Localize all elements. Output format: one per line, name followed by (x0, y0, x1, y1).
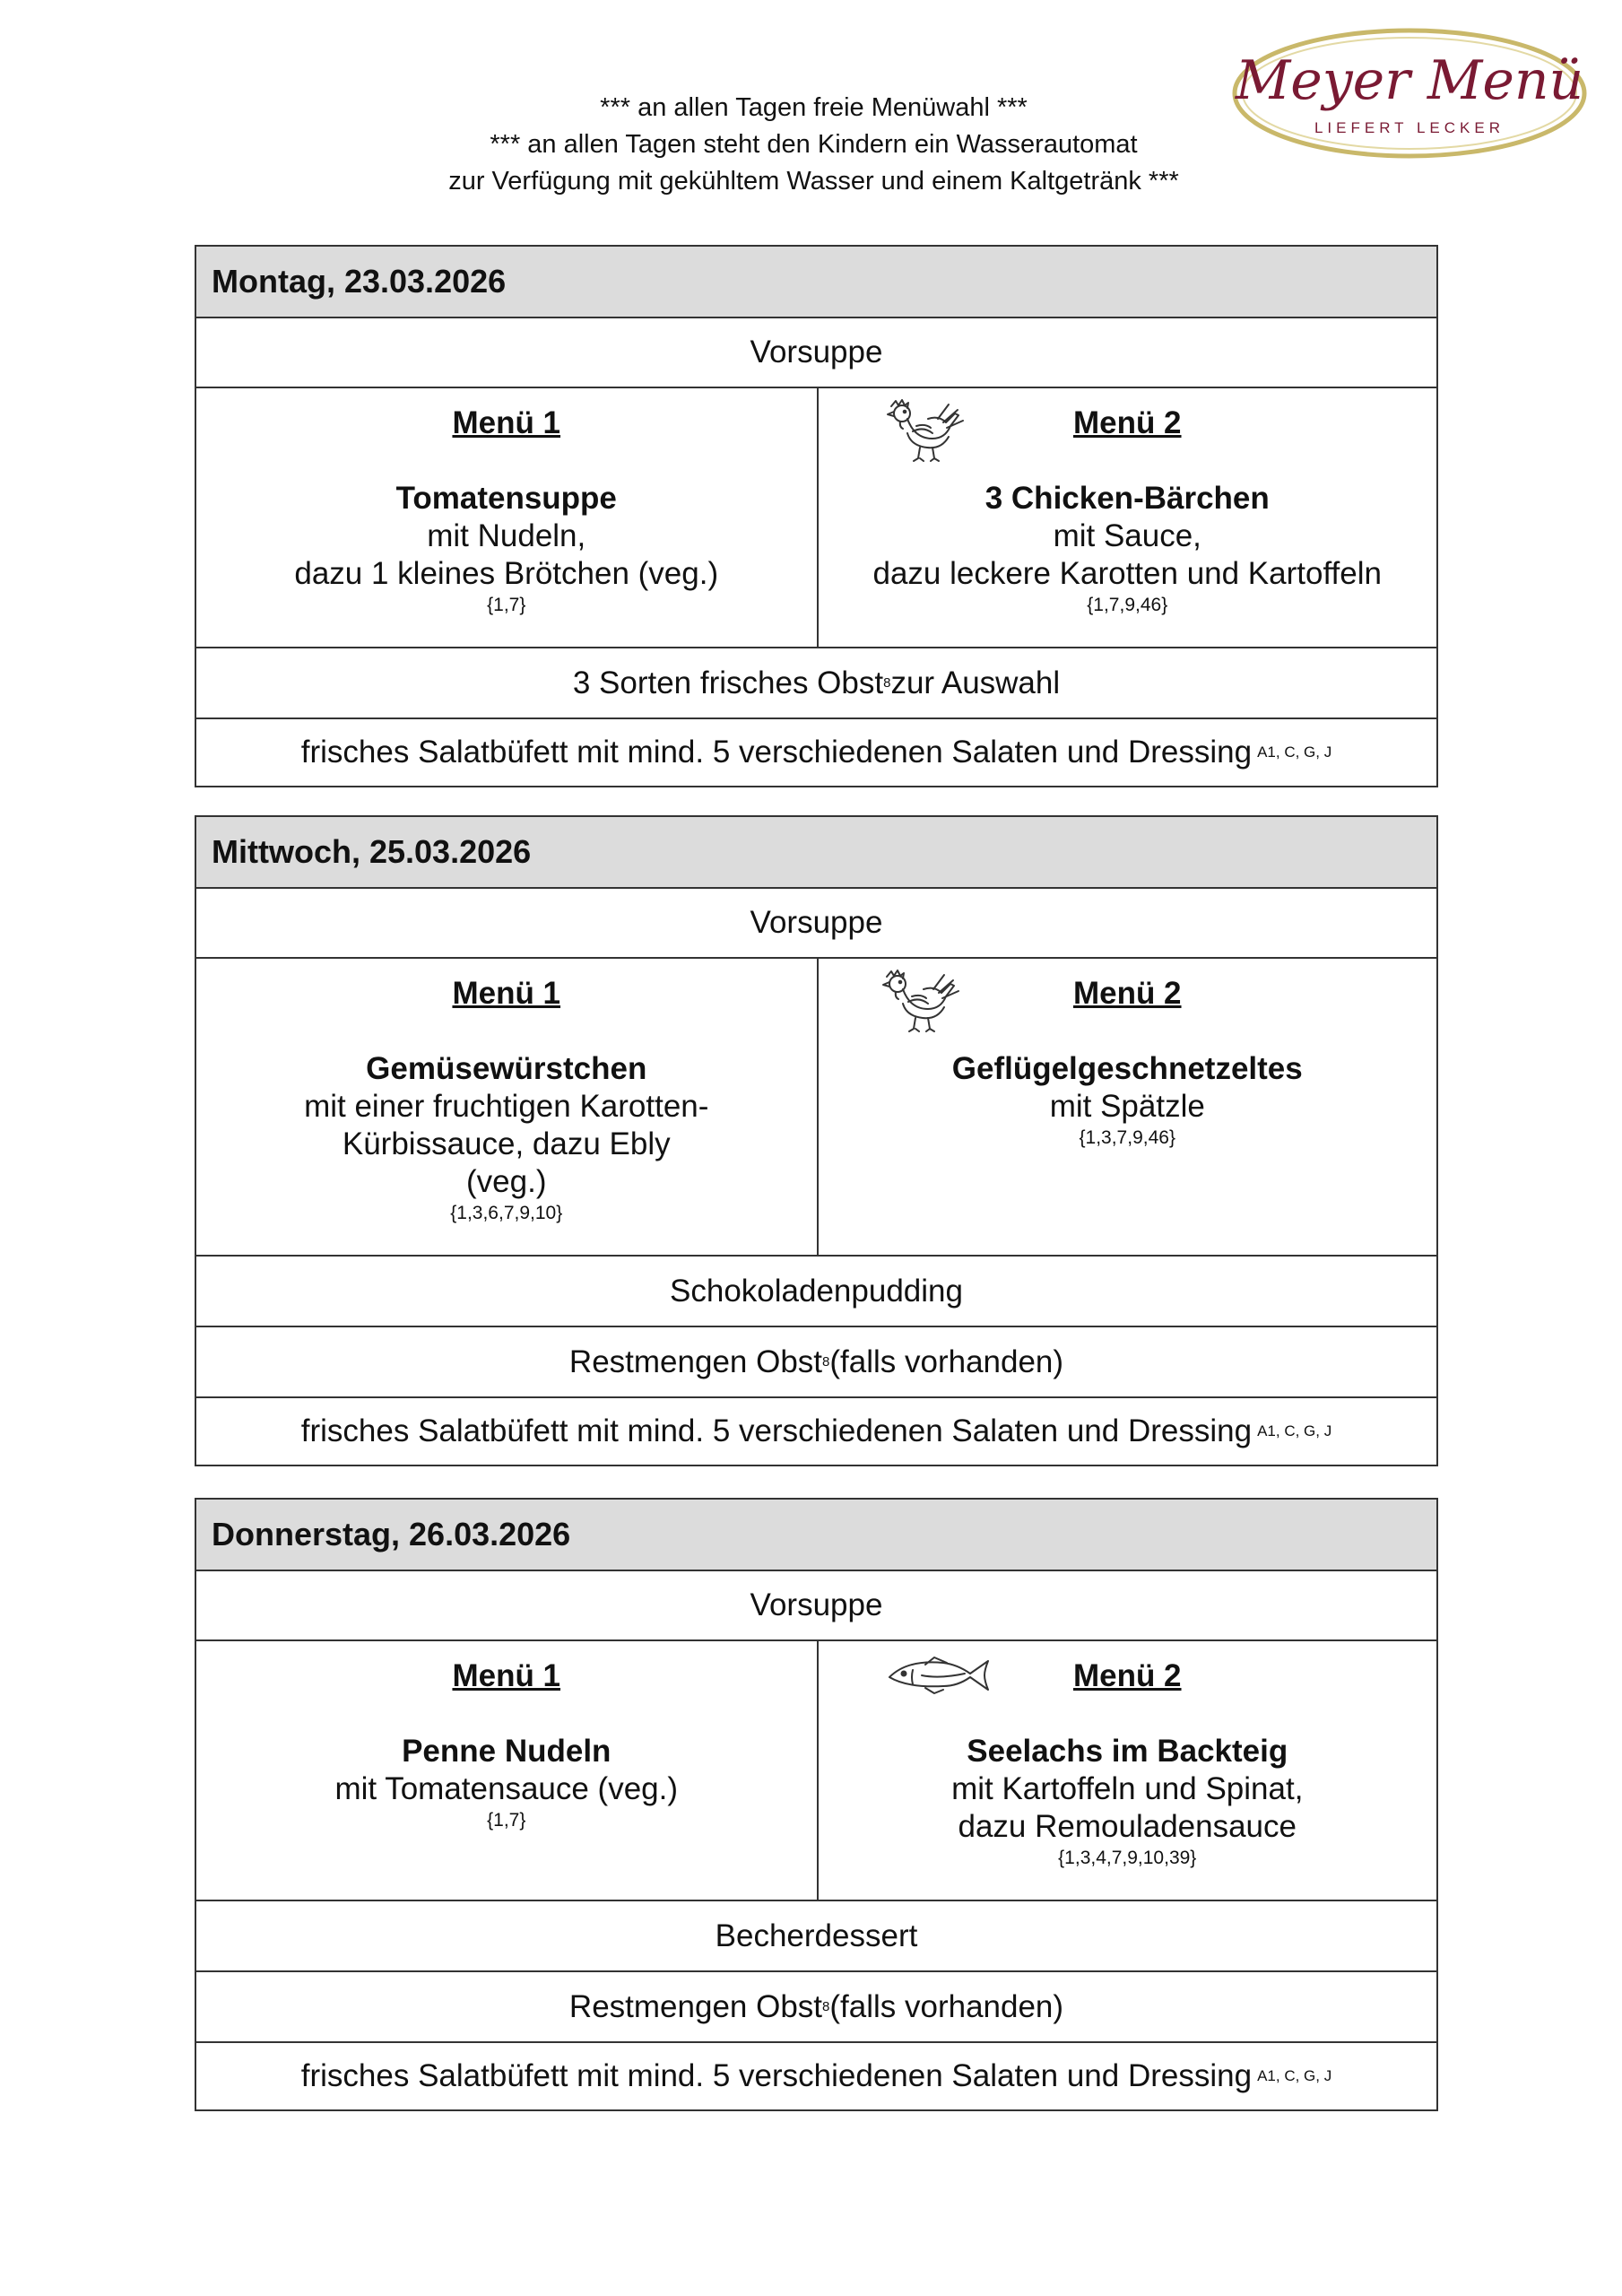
menu-1: Menü 1 Penne Nudeln mit Tomatensauce (ve… (196, 1641, 817, 1900)
svg-text:LIEFERT LECKER: LIEFERT LECKER (1314, 119, 1505, 136)
menu-2: Menü 2 Geflügelgeschnetzeltes mit Spätzl… (816, 959, 1437, 1255)
allergen-superscript: A1, C, G, J (1257, 1422, 1332, 1439)
menu-row: Menü 1 Tomatensuppe mit Nudeln, dazu 1 k… (196, 387, 1436, 647)
meyer-menu-logo: Meyer Menü LIEFERT LECKER (1232, 28, 1587, 159)
salad-row: frisches Salatbüfett mit mind. 5 verschi… (196, 1396, 1436, 1465)
dish-description: Kürbissauce, dazu Ebly (342, 1126, 671, 1161)
menu-2-label: Menü 2 (1072, 405, 1182, 440)
dish-description: mit Sauce, (1053, 518, 1201, 553)
allergen-codes: {1,7} (487, 595, 526, 615)
dessert-row: Becherdessert (196, 1900, 1436, 1970)
allergen-codes: {1,3,6,7,9,10} (450, 1203, 563, 1223)
dish-description: dazu leckere Karotten und Kartoffeln (872, 556, 1382, 591)
menu-row: Menü 1 Penne Nudeln mit Tomatensauce (ve… (196, 1639, 1436, 1900)
dish-name: Penne Nudeln (402, 1734, 612, 1769)
allergen-superscript: A1, C, G, J (1257, 2067, 1332, 2084)
footnote-marker: 8 (883, 675, 891, 691)
allergen-superscript: A1, C, G, J (1257, 744, 1332, 761)
chicken-icon (881, 970, 959, 1032)
day-title: Montag, 23.03.2026 (196, 247, 1436, 317)
svg-text:Meyer Menü: Meyer Menü (1235, 49, 1583, 112)
dish-name: Tomatensuppe (395, 481, 617, 516)
allergen-codes: {1,7} (487, 1810, 526, 1831)
dish-name: 3 Chicken-Bärchen (984, 481, 1270, 516)
menu-2-label: Menü 2 (1072, 976, 1182, 1011)
menu-2: Menü 2 3 Chicken-Bärchen mit Sauce, dazu… (816, 388, 1437, 647)
soup-row: Vorsuppe (196, 317, 1436, 387)
dish-description: mit Tomatensauce (veg.) (334, 1771, 679, 1806)
dish-description: (veg.) (466, 1164, 547, 1199)
dish-name: Geflügelgeschnetzeltes (951, 1051, 1303, 1086)
day-block-mittwoch: Mittwoch, 25.03.2026 Vorsuppe Menü 1 Gem… (195, 815, 1438, 1466)
menu-1: Menü 1 Tomatensuppe mit Nudeln, dazu 1 k… (196, 388, 817, 647)
allergen-codes: {1,3,7,9,46} (1079, 1127, 1175, 1148)
dish-name: Gemüsewürstchen (366, 1051, 647, 1086)
day-title: Mittwoch, 25.03.2026 (196, 817, 1436, 887)
dish-name: Seelachs im Backteig (967, 1734, 1288, 1769)
footnote-marker: 8 (822, 1354, 830, 1370)
menu-2: Menü 2 Seelachs im Backteig mit Kartoffe… (816, 1641, 1437, 1900)
chicken-icon (886, 399, 964, 462)
intro-notice: *** an allen Tagen freie Menüwahl *** **… (269, 90, 1358, 200)
allergen-codes: {1,7,9,46} (1087, 595, 1168, 615)
menu-1-label: Menü 1 (452, 976, 561, 1011)
soup-row: Vorsuppe (196, 887, 1436, 957)
dish-description: dazu 1 kleines Brötchen (veg.) (294, 556, 719, 591)
allergen-codes: {1,3,4,7,9,10,39} (1058, 1848, 1197, 1868)
dessert-row: Schokoladenpudding (196, 1255, 1436, 1326)
fish-icon (888, 1657, 989, 1694)
salad-row: frisches Salatbüfett mit mind. 5 verschi… (196, 2041, 1436, 2109)
dish-description: mit einer fruchtigen Karotten- (304, 1089, 709, 1124)
soup-row: Vorsuppe (196, 1570, 1436, 1639)
menu-row: Menü 1 Gemüsewürstchen mit einer fruchti… (196, 957, 1436, 1255)
menu-1: Menü 1 Gemüsewürstchen mit einer fruchti… (196, 959, 817, 1255)
intro-line-2: *** an allen Tagen steht den Kindern ein… (490, 130, 1138, 159)
dish-description: dazu Remouladensauce (958, 1809, 1297, 1844)
salad-row: frisches Salatbüfett mit mind. 5 verschi… (196, 718, 1436, 786)
dish-description: mit Spätzle (1049, 1089, 1205, 1124)
dish-description: mit Nudeln, (427, 518, 586, 553)
dish-description: mit Kartoffeln und Spinat, (951, 1771, 1304, 1806)
footnote-marker: 8 (822, 1999, 830, 2014)
intro-line-1: *** an allen Tagen freie Menüwahl *** (600, 93, 1028, 122)
menu-1-label: Menü 1 (452, 405, 561, 440)
intro-line-3: zur Verfügung mit gekühltem Wasser und e… (448, 167, 1179, 196)
menu-1-label: Menü 1 (452, 1658, 561, 1693)
day-block-donnerstag: Donnerstag, 26.03.2026 Vorsuppe Menü 1 P… (195, 1498, 1438, 2111)
menu-2-label: Menü 2 (1072, 1658, 1182, 1693)
day-title: Donnerstag, 26.03.2026 (196, 1500, 1436, 1570)
day-block-montag: Montag, 23.03.2026 Vorsuppe Menü 1 Tomat… (195, 245, 1438, 787)
